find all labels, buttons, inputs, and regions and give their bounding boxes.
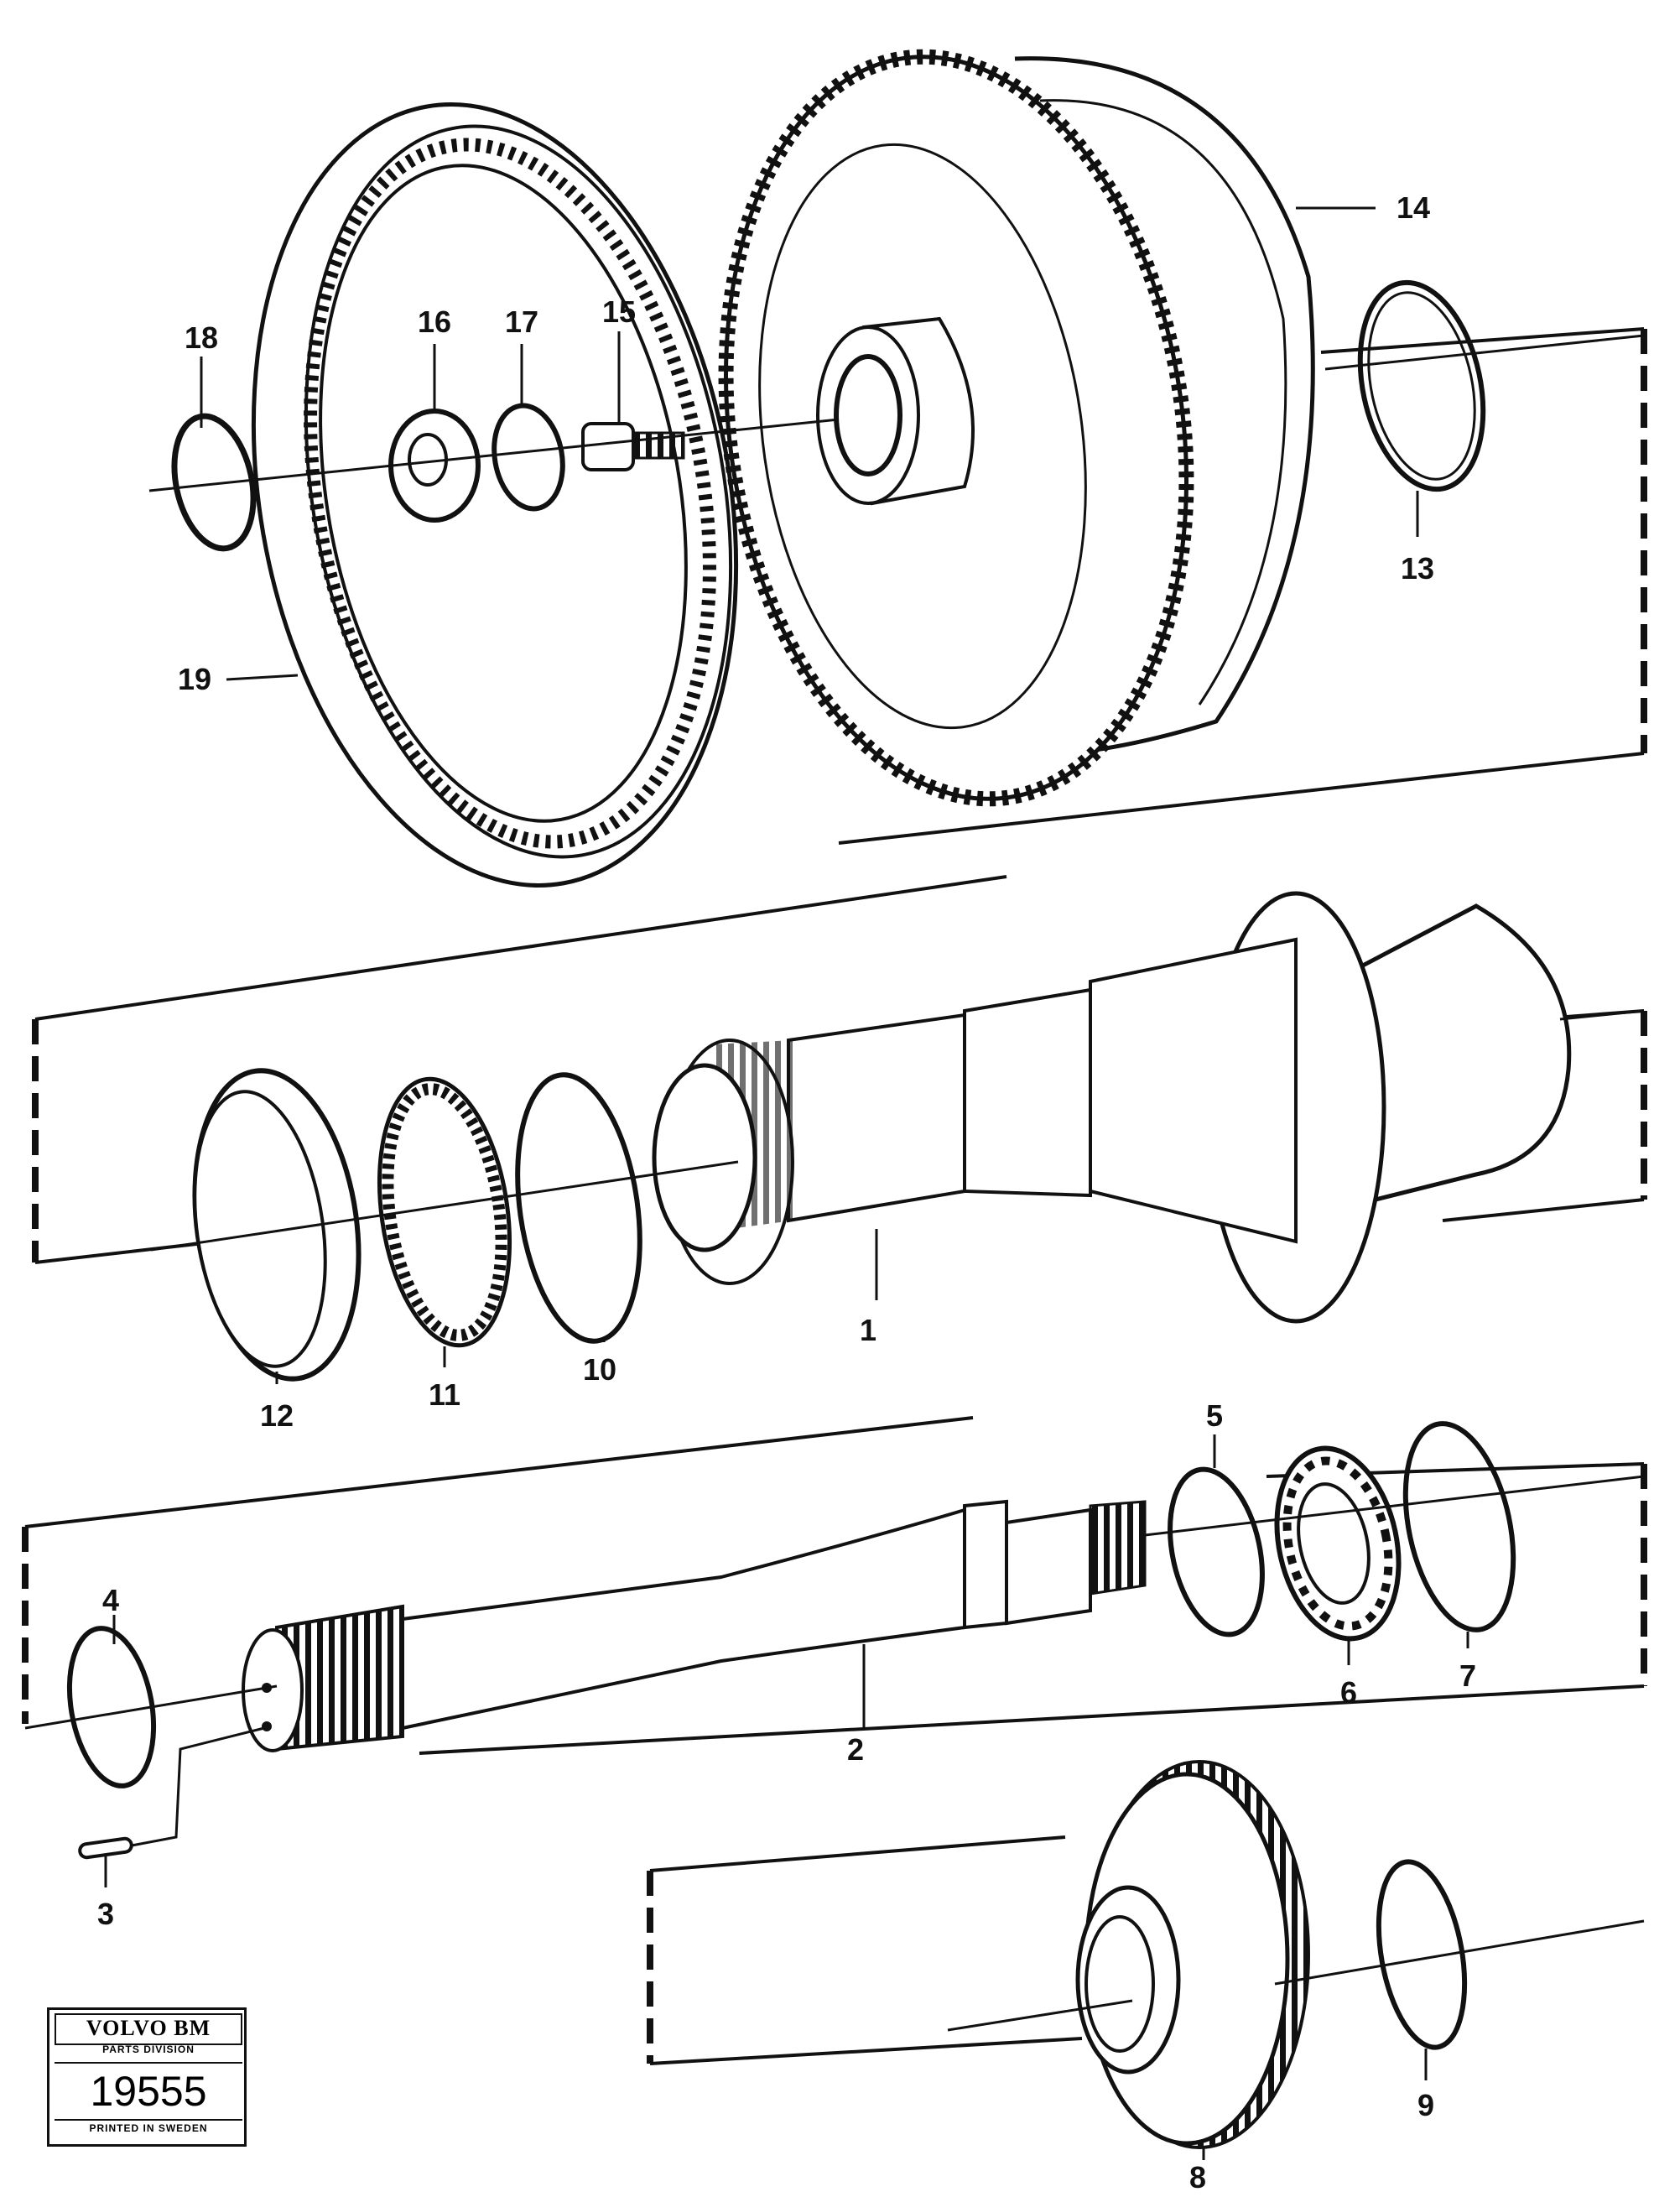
callout-5: 5 <box>1206 1398 1223 1433</box>
callout-16: 16 <box>418 305 451 339</box>
panel-frame-bottom <box>647 1835 1083 2065</box>
part-10-o-ring <box>515 1072 642 1344</box>
part-19-ring-gear <box>251 102 739 888</box>
callout-6: 6 <box>1340 1675 1357 1710</box>
callout-17: 17 <box>505 305 538 339</box>
part-11-splined-ring <box>377 1076 512 1348</box>
stamp-printed: PRINTED IN SWEDEN <box>89 2122 208 2134</box>
part-6-bearing <box>1274 1445 1402 1642</box>
part-9-circlip <box>1376 1859 1468 2050</box>
callout-7: 7 <box>1459 1658 1476 1693</box>
part-18-lock-ring <box>171 413 257 552</box>
part-4-circlip <box>66 1626 157 1788</box>
part-3-pin <box>78 1726 265 1860</box>
axis-line-bottom <box>947 1919 1645 2032</box>
callout-10: 10 <box>583 1352 616 1387</box>
part-2-shaft <box>242 1499 1147 1752</box>
callout-9: 9 <box>1417 2088 1434 2122</box>
part-7-circlip <box>1402 1421 1516 1632</box>
axis-line-top <box>148 334 1645 492</box>
callout-19: 19 <box>178 662 211 696</box>
part-5-shim <box>1168 1466 1265 1637</box>
callout-3: 3 <box>97 1897 114 1931</box>
stamp-division: PARTS DIVISION <box>102 2043 195 2055</box>
callout-2: 2 <box>847 1732 864 1767</box>
callout-1: 1 <box>860 1313 876 1347</box>
callout-8: 8 <box>1189 2160 1206 2194</box>
callouts: 18 16 17 15 14 13 19 1 10 11 12 5 4 6 7 … <box>97 190 1476 2194</box>
callout-18: 18 <box>185 320 218 355</box>
part-1-hub <box>652 891 1572 1324</box>
part-13-snap-ring <box>1357 279 1486 492</box>
callout-15: 15 <box>602 294 636 329</box>
callout-12: 12 <box>260 1398 294 1433</box>
callout-14: 14 <box>1397 190 1430 225</box>
leader-lines <box>104 206 1469 2160</box>
stamp-brand: VOLVO BM <box>55 2013 242 2045</box>
axis-line-middle <box>150 1009 1645 1252</box>
volvo-parts-stamp: VOLVO BM PARTS DIVISION 19555 PRINTED IN… <box>47 2007 247 2147</box>
callout-13: 13 <box>1401 551 1434 586</box>
axis-line-lower <box>24 1475 1645 1730</box>
callout-4: 4 <box>102 1583 119 1617</box>
part-14-drum <box>718 49 1315 807</box>
part-17-o-ring <box>492 403 565 512</box>
part-12-bushing <box>192 1068 361 1382</box>
panel-frame-top <box>838 327 1647 845</box>
stamp-drawing-number: 19555 <box>55 2062 242 2121</box>
callout-11: 11 <box>429 1377 460 1412</box>
part-8-gear <box>1075 1760 1310 2149</box>
